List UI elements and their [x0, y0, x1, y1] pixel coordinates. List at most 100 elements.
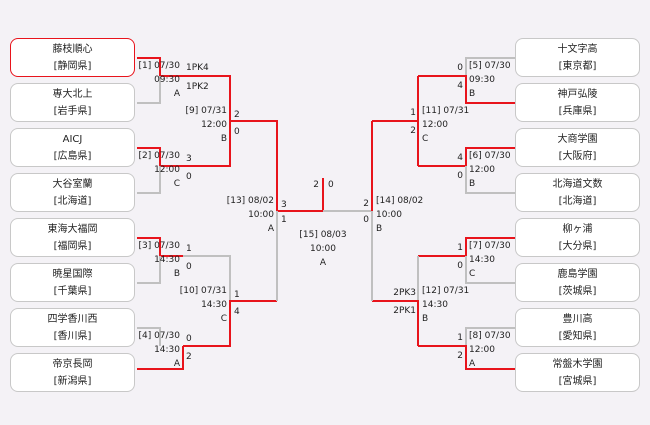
team-name: 暁星国際 [52, 269, 93, 280]
match-8-score-bottom: 2 [457, 351, 463, 361]
final-score-left: 2 [313, 180, 319, 190]
match-13-court: A [267, 224, 274, 234]
match-1-score-top: 1PK4 [186, 63, 209, 73]
line-m5-top [465, 57, 515, 76]
team-box-left-8[interactable]: 帝京長岡[新潟県] [10, 353, 135, 392]
team-prefecture: [北海道] [558, 196, 597, 207]
team-box-right-4[interactable]: 北海道文数 [北海道] [515, 173, 640, 212]
match-5-court: B [469, 89, 476, 99]
match-8-court: A [469, 359, 476, 369]
line-m6-top [418, 147, 515, 167]
match-11-score-bottom: 2 [410, 126, 416, 136]
match-10-no: [10] 07/31 [179, 286, 227, 296]
line-m1-top [137, 57, 183, 77]
team-name: 藤枝順心 [52, 44, 93, 55]
line-m2-bottom [137, 166, 161, 194]
final-score-right: 0 [328, 180, 334, 190]
match-3-score-bottom: 0 [186, 262, 192, 272]
team-box-right-7[interactable]: 豊川高[愛知県] [515, 308, 640, 347]
team-box-right-6[interactable]: 鹿島学園[茨城県] [515, 263, 640, 302]
match-10-court: C [220, 314, 227, 324]
match-6-score-bottom: 0 [457, 171, 463, 181]
match-13-no: [13] 08/02 [226, 196, 274, 206]
match-9-court: B [220, 134, 227, 144]
team-prefecture: [香川県] [53, 331, 92, 342]
line-m6-bottom [465, 166, 515, 194]
match-10-score-bottom: 4 [234, 307, 240, 317]
match-12-score-top: 2PK3 [393, 288, 416, 298]
line-m7-bottom [465, 256, 515, 284]
team-name: 北海道文数 [552, 179, 603, 190]
team-box-left-4[interactable]: 大谷室蘭[北海道] [10, 173, 135, 212]
match-9-score-top: 2 [234, 110, 240, 120]
match-7-court: C [469, 269, 476, 279]
line-m11-b [372, 120, 419, 166]
team-prefecture: [新潟県] [53, 376, 92, 387]
team-box-left-2[interactable]: 専大北上[岩手県] [10, 83, 135, 122]
match-14-score-bottom: 0 [363, 215, 369, 225]
match-1-court: A [173, 89, 180, 99]
team-name: 大商学園 [557, 134, 598, 145]
match-4-court: A [173, 359, 180, 369]
line-m8-top [465, 327, 515, 346]
line-m9-top [183, 75, 231, 121]
match-7-time: 14:30 [469, 255, 495, 265]
match-6-no: [6] 07/30 [469, 151, 511, 161]
match-8-no: [8] 07/30 [469, 331, 511, 341]
team-name: 東海大福岡 [47, 224, 98, 235]
match-5-score-bottom: 4 [457, 81, 463, 91]
match-4-no: [4] 07/30 [138, 331, 180, 341]
match-4-time: 14:30 [154, 345, 180, 355]
match-4-score-top: 0 [186, 334, 192, 344]
team-prefecture: [宮城県] [558, 376, 597, 387]
match-2-no: [2] 07/30 [138, 151, 180, 161]
match-9-score-bottom: 0 [234, 127, 240, 137]
team-prefecture: [大分県] [558, 241, 597, 252]
team-box-right-8[interactable]: 常盤木学園 [宮城県] [515, 353, 640, 392]
team-box-right-2[interactable]: 神戸弘陵[兵庫県] [515, 83, 640, 122]
team-name: 大谷室蘭 [52, 179, 93, 190]
team-name: 専大北上 [52, 89, 93, 100]
team-name: AICJ [62, 134, 83, 145]
team-box-right-5[interactable]: 柳ヶ浦[大分県] [515, 218, 640, 257]
team-prefecture: [兵庫県] [558, 106, 597, 117]
team-box-left-3[interactable]: AICJ[広島県] [10, 128, 135, 167]
team-name: 四学香川西 [47, 314, 98, 325]
match-5-time: 09:30 [469, 75, 495, 85]
line-m5-bottom [418, 75, 515, 104]
match-11-time: 12:00 [422, 120, 448, 130]
match-2-court: C [173, 179, 180, 189]
team-name: 十文字高 [557, 44, 598, 55]
match-9-time: 12:00 [201, 120, 227, 130]
team-prefecture: [千葉県] [53, 286, 92, 297]
match-8-time: 12:00 [469, 345, 495, 355]
match-5-no: [5] 07/30 [469, 61, 511, 71]
team-box-left-7[interactable]: 四学香川西 [香川県] [10, 308, 135, 347]
team-box-right-1[interactable]: 十文字高[東京都] [515, 38, 640, 77]
line-m10-bottom [183, 300, 277, 347]
team-box-left-5[interactable]: 東海大福岡[福岡県] [10, 218, 135, 257]
team-box-left-6[interactable]: 暁星国際 [千葉県] [10, 263, 135, 302]
match-3-court: B [173, 269, 180, 279]
team-name: 常盤木学園 [552, 359, 603, 370]
match-13-score-top: 3 [281, 200, 287, 210]
match-1-no: [1] 07/30 [138, 61, 180, 71]
team-box-left-1[interactable]: 藤枝順心[静岡県] [10, 38, 135, 77]
line-m10-top [183, 255, 231, 301]
match-7-no: [7] 07/30 [469, 241, 511, 251]
match-11-no: [11] 07/31 [422, 106, 470, 116]
team-box-right-3[interactable]: 大商学園[大阪府] [515, 128, 640, 167]
match-12-no: [12] 07/31 [422, 286, 470, 296]
